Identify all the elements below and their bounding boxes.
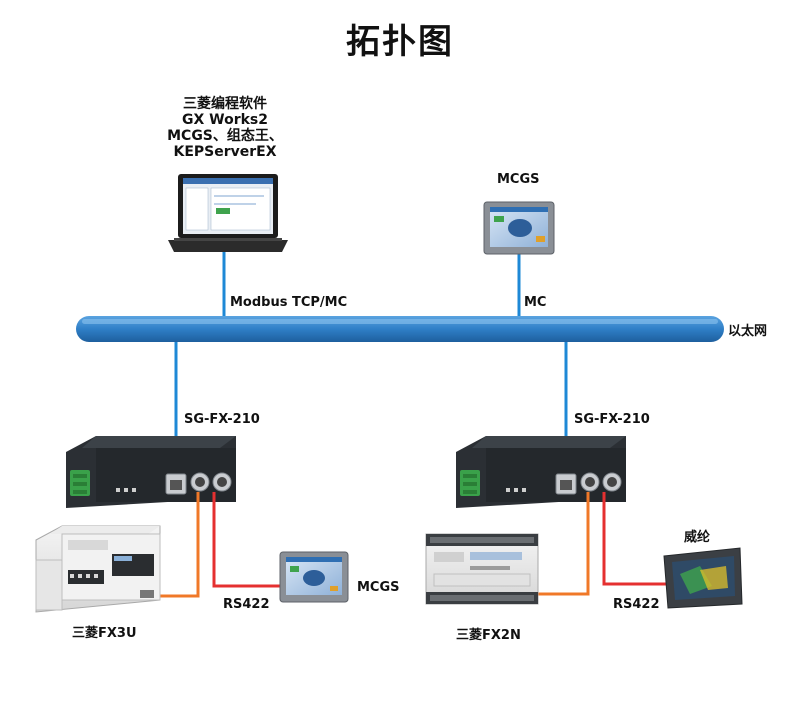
right-plc-rs422-cable xyxy=(536,492,590,596)
software-line-2: GX Works2 xyxy=(181,112,268,128)
fx3u-plc-label: 三菱FX3U xyxy=(72,626,137,641)
ethernet-bus-label: 以太网 xyxy=(728,324,768,339)
mcgs-hmi-bottom-icon xyxy=(279,551,349,603)
left-gateway-device-icon xyxy=(66,436,236,508)
mcgs-hmi-top-icon xyxy=(483,201,555,255)
weinview-hmi-icon xyxy=(663,547,743,609)
right-gateway-device-icon xyxy=(456,436,626,508)
software-line-3: MCGS、组态王、 xyxy=(167,128,283,144)
right-gateway-label: SG-FX-210 xyxy=(574,412,650,427)
weinview-hmi-label: 威纶 xyxy=(684,530,711,545)
hmi-top-label: MCGS xyxy=(497,172,540,187)
software-line-4: KEPServerEX xyxy=(173,144,277,160)
mcgs-hmi-bottom-label: MCGS xyxy=(357,580,400,595)
left-hmi-rs422-cable xyxy=(212,492,284,588)
fx2n-plc-label: 三菱FX2N xyxy=(456,628,521,643)
software-line-1: 三菱编程软件 xyxy=(183,96,267,112)
laptop-icon xyxy=(168,174,288,252)
hmi-bus-protocol-label: MC xyxy=(524,295,547,310)
fx3u-plc-icon xyxy=(35,525,161,613)
right-hmi-rs422-cable xyxy=(602,492,670,586)
page-title: 拓扑图 xyxy=(346,22,454,62)
right-rs422-label: RS422 xyxy=(613,597,660,612)
ethernet-bus xyxy=(76,316,724,342)
left-plc-rs422-cable xyxy=(150,492,200,598)
left-gateway-label: SG-FX-210 xyxy=(184,412,260,427)
left-rs422-label: RS422 xyxy=(223,597,270,612)
software-label: 三菱编程软件 GX Works2 MCGS、组态王、 KEPServerEX xyxy=(150,96,300,160)
laptop-bus-protocol-label: Modbus TCP/MC xyxy=(230,295,348,310)
fx2n-plc-icon xyxy=(425,533,539,605)
